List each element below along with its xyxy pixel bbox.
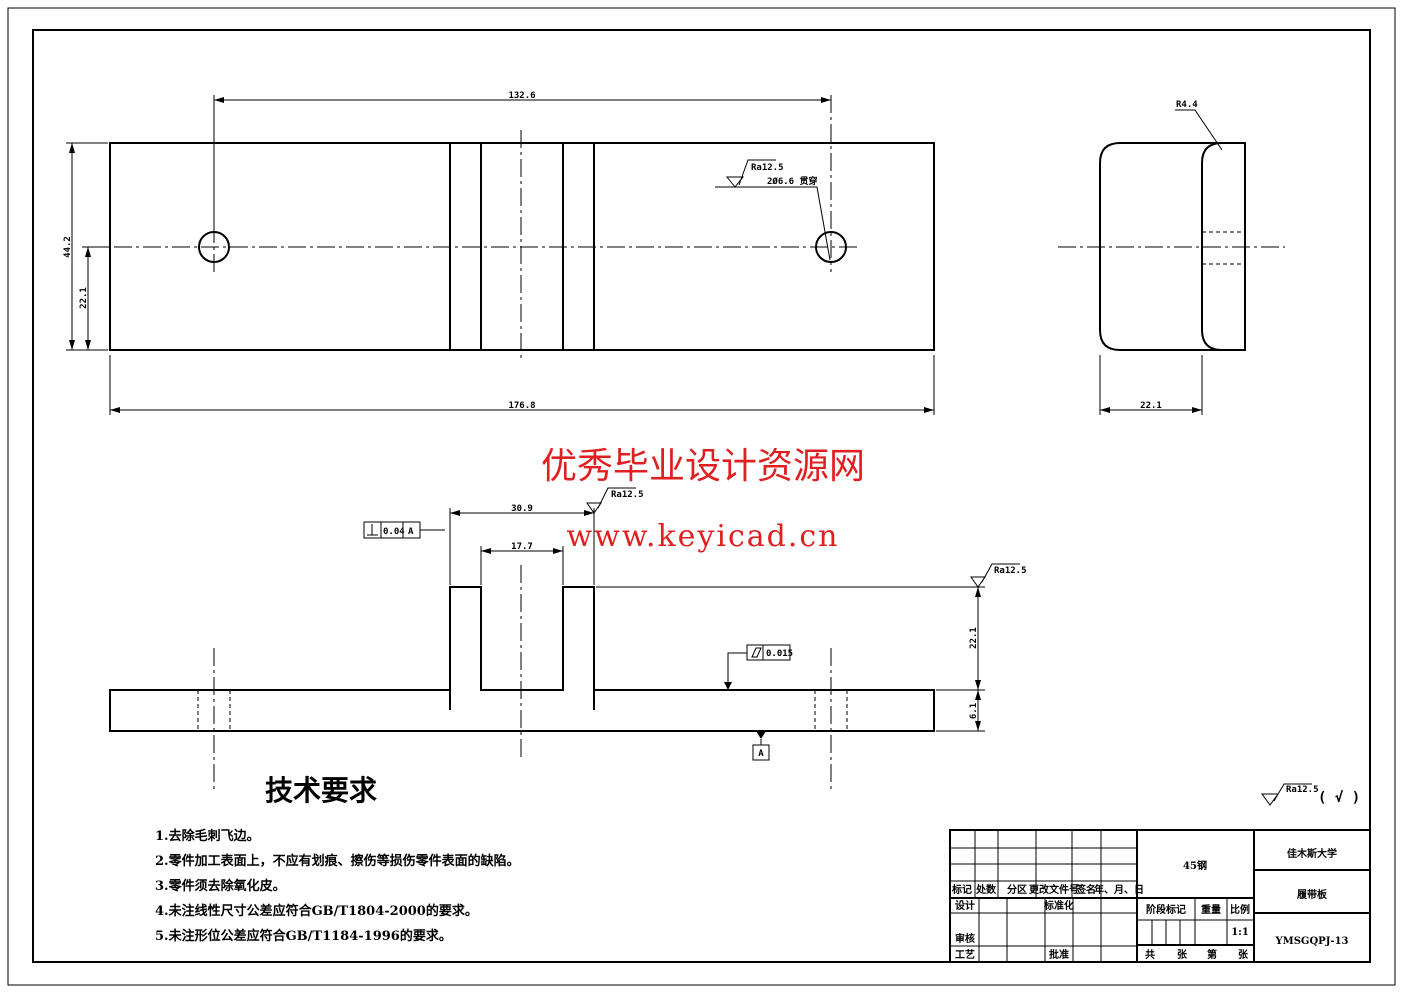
svg-text:A: A bbox=[758, 749, 764, 759]
svg-text:0.015: 0.015 bbox=[766, 649, 793, 659]
svg-text:设计: 设计 bbox=[955, 899, 975, 912]
svg-text:比例: 比例 bbox=[1230, 903, 1250, 916]
svg-text:张: 张 bbox=[1177, 948, 1188, 961]
dim-outer: 30.9 bbox=[511, 504, 533, 514]
svg-text:( √ ): ( √ ) bbox=[1318, 790, 1360, 806]
hole-note: 2Ø6.6 贯穿 bbox=[767, 175, 818, 187]
outer-border bbox=[7, 7, 1396, 986]
svg-text:分区: 分区 bbox=[1007, 883, 1027, 896]
svg-text:重量: 重量 bbox=[1201, 903, 1221, 916]
perpendicularity-frame: 0.04 A bbox=[363, 521, 445, 539]
svg-text:共: 共 bbox=[1145, 948, 1155, 961]
watermark-title: 优秀毕业设计资源网 bbox=[541, 446, 865, 487]
svg-text:标记: 标记 bbox=[951, 883, 972, 896]
dim-width: 22.1 bbox=[1140, 401, 1162, 411]
svg-text:标准化: 标准化 bbox=[1043, 899, 1074, 912]
svg-text:Ra12.5: Ra12.5 bbox=[751, 163, 784, 173]
flatness-frame: 0.015 bbox=[724, 644, 793, 690]
svg-text:张: 张 bbox=[1238, 948, 1249, 961]
svg-text:Ra12.5: Ra12.5 bbox=[611, 490, 644, 500]
roughness-symbol bbox=[715, 159, 831, 261]
dim-hole-spacing: 132.6 bbox=[508, 91, 535, 101]
datum-a: A bbox=[752, 731, 770, 761]
material: 45钢 bbox=[1183, 859, 1207, 872]
dim-length: 176.8 bbox=[508, 401, 535, 411]
tech-req-item: 1.去除毛刺飞边。 bbox=[155, 828, 260, 844]
svg-text:A: A bbox=[408, 527, 414, 537]
front-view: 132.6 176.8 44.2 22.1 Ra12.5 2Ø6.6 贯穿 bbox=[63, 91, 935, 415]
watermark-url: www.keyicad.cn bbox=[566, 519, 839, 554]
svg-text:0.04: 0.04 bbox=[383, 527, 405, 537]
svg-text:审核: 审核 bbox=[955, 932, 975, 945]
dim-height: 44.2 bbox=[63, 236, 73, 258]
svg-text:签名: 签名 bbox=[1075, 883, 1096, 896]
school-name: 佳木斯大学 bbox=[1287, 847, 1337, 860]
svg-text:处数: 处数 bbox=[975, 883, 997, 896]
drawing-frame bbox=[32, 29, 1371, 963]
svg-text:工艺: 工艺 bbox=[955, 948, 975, 961]
part-name: 履带板 bbox=[1296, 888, 1328, 901]
dim-thickness: 6.1 bbox=[969, 703, 979, 719]
svg-text:Ra12.5: Ra12.5 bbox=[1286, 785, 1319, 795]
svg-text:更改文件号: 更改文件号 bbox=[1029, 883, 1079, 896]
svg-text:Ra12.5: Ra12.5 bbox=[994, 566, 1027, 576]
tech-req-item: 4.未注线性尺寸公差应符合GB/T1804-2000的要求。 bbox=[155, 903, 478, 919]
svg-text:批准: 批准 bbox=[1049, 948, 1069, 961]
dim-rib-height: 22.1 bbox=[969, 627, 979, 649]
tech-req-item: 5.未注形位公差应符合GB/T1184-1996的要求。 bbox=[155, 928, 452, 944]
tech-req-item: 2.零件加工表面上，不应有划痕、擦伤等损伤零件表面的缺陷。 bbox=[155, 853, 520, 869]
drawing-number: YMSGQPJ-13 bbox=[1275, 936, 1349, 947]
tech-req-title: 技术要求 bbox=[265, 774, 377, 807]
dim-inner: 17.7 bbox=[511, 542, 533, 552]
tech-req-item: 3.零件须去除氧化皮。 bbox=[155, 878, 286, 894]
bottom-view: 30.9 17.7 22.1 6.1 Ra12.5 Ra12.5 0.04 A … bbox=[109, 487, 1027, 792]
scale: 1:1 bbox=[1231, 927, 1249, 938]
general-roughness: Ra12.5 ( √ ) bbox=[1261, 783, 1360, 806]
dim-half-height: 22.1 bbox=[79, 287, 89, 309]
svg-text:阶段标记: 阶段标记 bbox=[1146, 903, 1186, 916]
title-block: 标记 处数 分区 更改文件号 签名 年、月、日 设计 标准化 审核 工艺 批准 … bbox=[949, 829, 1371, 963]
side-view: 22.1 R4.4 bbox=[1058, 100, 1285, 415]
svg-text:第: 第 bbox=[1207, 948, 1217, 961]
dim-radius: R4.4 bbox=[1176, 100, 1198, 110]
svg-text:年、月、日: 年、月、日 bbox=[1094, 883, 1144, 896]
